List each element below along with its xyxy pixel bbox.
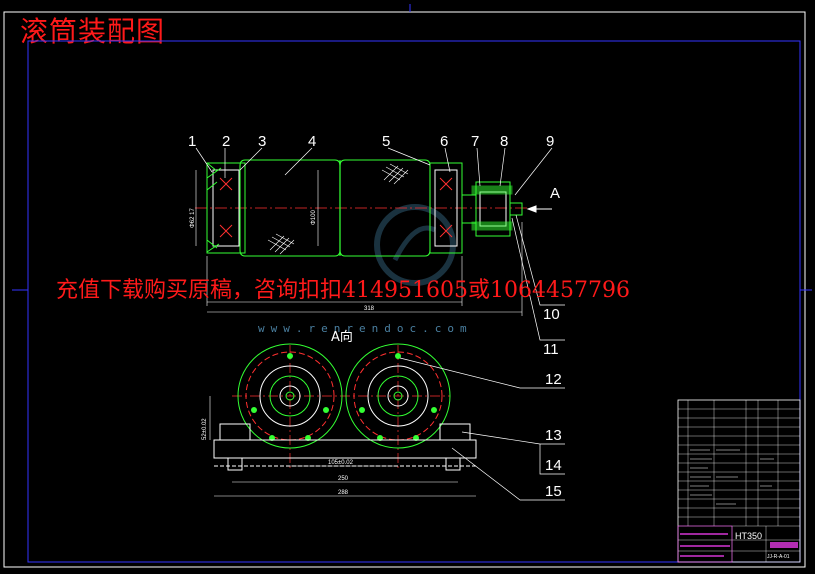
arrow-label: A xyxy=(550,185,560,202)
dim-bearing: Φ62 17 xyxy=(190,208,196,228)
title-block-material: HT350 xyxy=(735,531,762,541)
base-plate xyxy=(213,423,477,471)
right-bearing xyxy=(439,177,453,238)
part-label-2: 2 xyxy=(222,133,230,150)
part-label-3: 3 xyxy=(258,133,266,150)
title-block-drawing-no: JJ-R-A-01 xyxy=(767,554,790,560)
bolt-holes xyxy=(251,353,437,441)
title-block xyxy=(677,399,801,563)
part-label-14: 14 xyxy=(545,457,562,474)
view-label: A向 xyxy=(331,330,353,345)
leaders-top xyxy=(195,147,565,341)
part-label-12: 12 xyxy=(545,371,562,388)
left-drum-end xyxy=(237,343,343,449)
drawing-title: 滚筒装配图 xyxy=(20,15,166,48)
part-label-13: 13 xyxy=(545,427,562,444)
watermark-logo xyxy=(374,204,456,286)
left-bearing xyxy=(219,177,233,238)
view-arrow xyxy=(526,205,552,213)
dim-center-height: 52±0.02 xyxy=(202,418,208,440)
url-watermark: www.renrendoc.com xyxy=(258,322,473,335)
part-label-9: 9 xyxy=(546,133,554,150)
part-labels-bottom: 12 13 14 15 xyxy=(545,371,562,500)
part-label-10: 10 xyxy=(543,306,560,323)
left-bearing-housing xyxy=(206,162,246,254)
contact-watermark: 充值下载购买原稿，咨询扣扣414951605或1064457796 xyxy=(56,278,630,303)
hatch-marks xyxy=(267,163,409,255)
part-labels-top: 1 2 3 4 5 6 7 8 9 10 11 xyxy=(188,133,560,358)
part-label-8: 8 xyxy=(500,133,508,150)
center-marks xyxy=(12,4,812,291)
leaders-bottom xyxy=(399,357,565,501)
drum-body xyxy=(239,159,431,257)
part-label-1: 1 xyxy=(188,133,196,150)
dim-base-outer: 288 xyxy=(338,490,349,496)
a-view-dims xyxy=(209,396,476,497)
roller-main-view: A 318 318 Φ100 Φ62 17 xyxy=(190,159,560,316)
dim-base-inner: 250 xyxy=(338,476,349,482)
inner-border xyxy=(27,40,801,563)
a-view xyxy=(209,343,477,497)
part-label-4: 4 xyxy=(308,133,316,150)
part-label-11: 11 xyxy=(543,341,559,358)
right-drum-end xyxy=(345,343,451,449)
dim-overall: 318 xyxy=(364,306,375,312)
dim-diameter: Φ100 xyxy=(311,210,317,225)
part-label-6: 6 xyxy=(440,133,448,150)
dim-center-distance: 105±0.02 xyxy=(328,460,354,466)
part-label-15: 15 xyxy=(545,483,562,500)
shaft-coupling xyxy=(461,181,523,237)
part-label-5: 5 xyxy=(382,133,390,150)
part-label-7: 7 xyxy=(471,133,479,150)
